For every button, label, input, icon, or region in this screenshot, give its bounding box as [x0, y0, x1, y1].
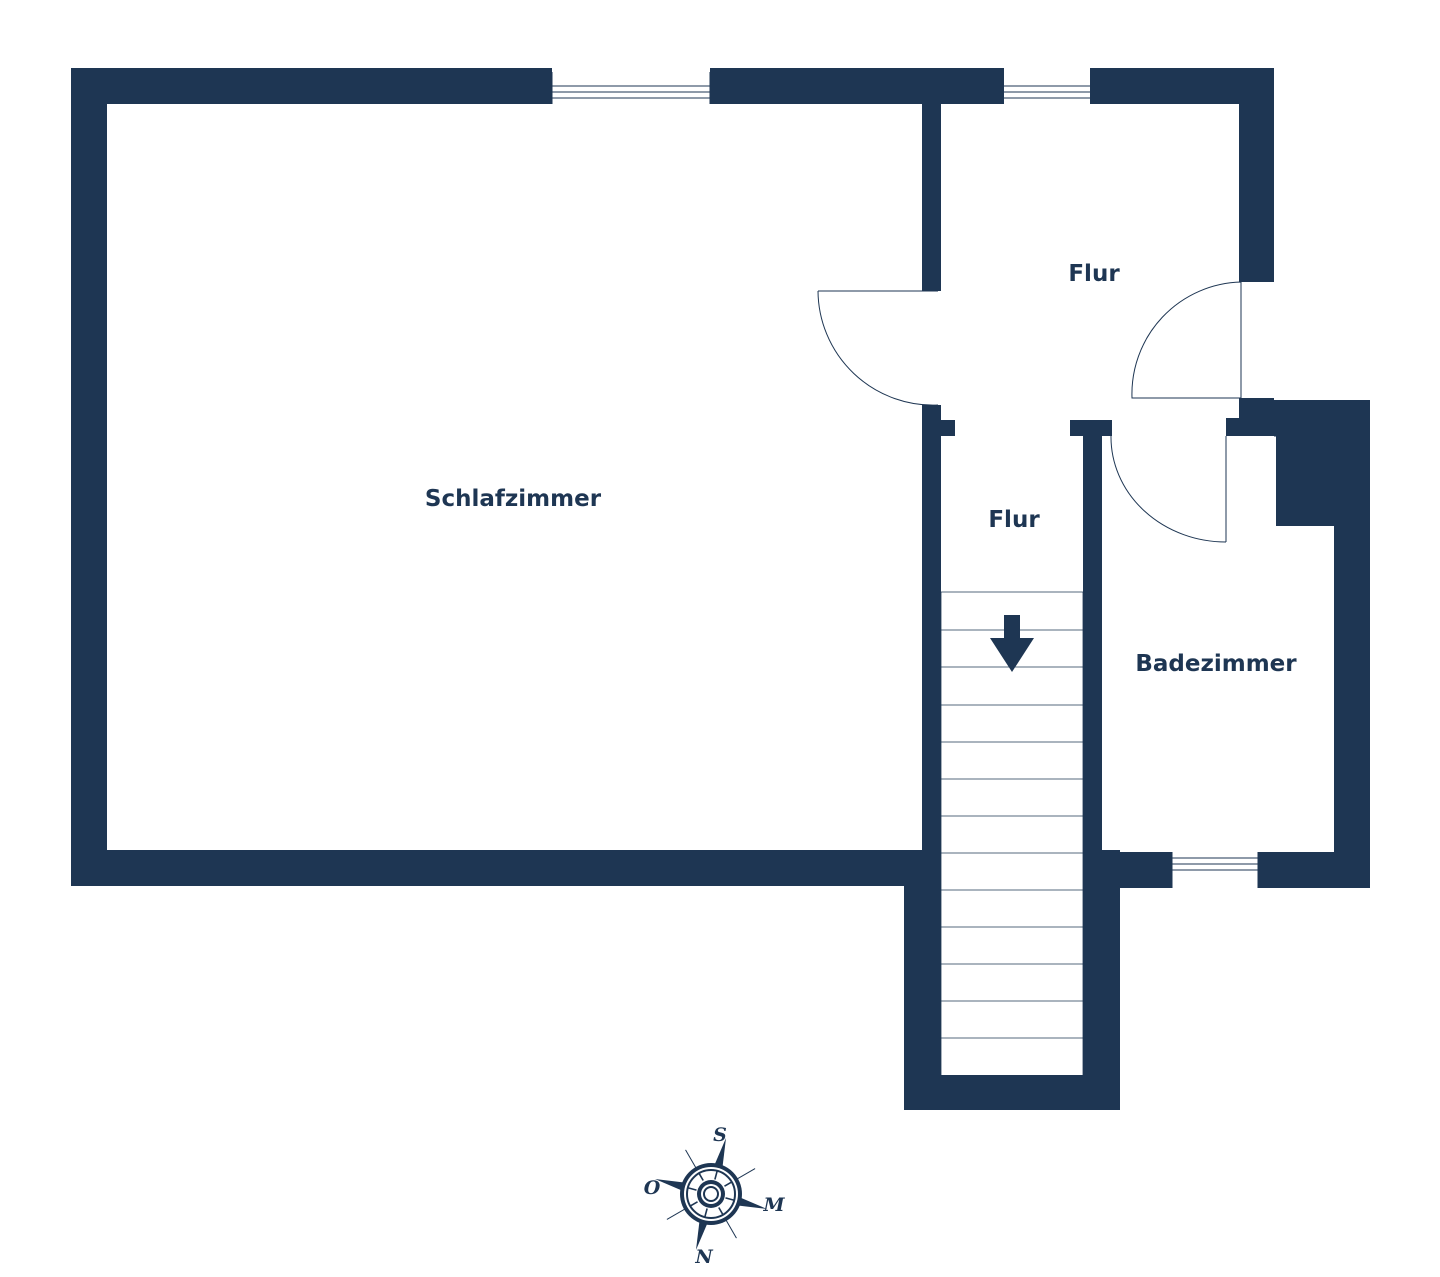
window-flur-top — [1004, 85, 1090, 99]
wall-flur-right — [1239, 68, 1274, 282]
door-entrance-swing — [1131, 281, 1242, 399]
walls — [71, 68, 1370, 1110]
compass-letter-top: S — [713, 1124, 727, 1146]
door-bedroom-swing — [817, 290, 939, 406]
compass-letter-right: M — [762, 1194, 785, 1216]
bath-chimney-block — [1276, 436, 1334, 526]
room-label-badezimmer: Badezimmer — [1135, 651, 1297, 677]
compass-letter-bottom: N — [694, 1246, 713, 1268]
room-label-schlafzimmer: Schlafzimmer — [425, 486, 602, 512]
wall-interior-lower — [922, 405, 941, 886]
wall-stub-left — [922, 420, 955, 436]
wall-top-middle — [710, 68, 1004, 104]
wall-top-left — [71, 68, 552, 104]
wall-bath-bottom-left — [1083, 852, 1172, 888]
window-bedroom-top — [551, 72, 711, 104]
wall-interior-upper — [922, 104, 941, 291]
compass-rose-icon — [654, 1137, 768, 1251]
wall-stair-left — [904, 850, 941, 1110]
door-bath-swing — [1110, 435, 1227, 543]
doors — [817, 281, 1334, 543]
wall-stair-bottom — [904, 1075, 1120, 1110]
staircase[interactable] — [940, 591, 1084, 1075]
room-labels: Schlafzimmer Flur Flur Badezimmer — [425, 261, 1297, 677]
wall-stair-right-outer — [1083, 850, 1120, 1110]
wall-left — [71, 68, 107, 886]
wall-bottom-bedroom — [71, 850, 941, 886]
arrow-down-icon — [990, 615, 1034, 672]
room-label-flur-upper: Flur — [1068, 261, 1120, 287]
wall-bath-right — [1334, 400, 1370, 888]
compass-letter-left: O — [644, 1177, 661, 1199]
windows — [551, 72, 1259, 888]
window-bath-bottom — [1171, 852, 1259, 888]
wall-bath-bottom-right — [1258, 852, 1370, 888]
room-label-flur-lower: Flur — [988, 507, 1040, 533]
wall-bath-top-b — [1239, 398, 1274, 436]
